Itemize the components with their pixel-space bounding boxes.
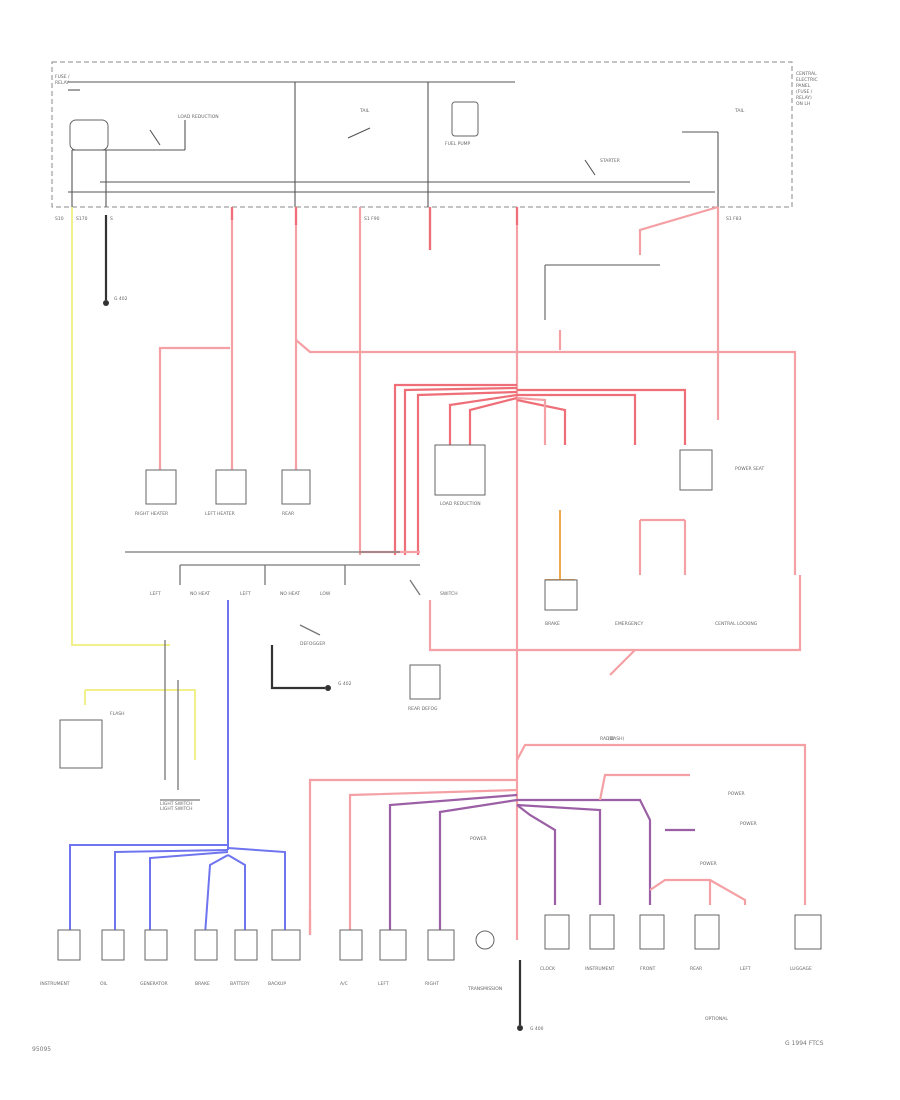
svg-text:LOAD REDUCTION: LOAD REDUCTION	[440, 501, 481, 507]
svg-text:NO HEAT: NO HEAT	[190, 591, 210, 597]
svg-text:S10: S10	[55, 216, 64, 222]
svg-text:REAR DEFOG: REAR DEFOG	[408, 706, 438, 712]
svg-text:RELAY): RELAY)	[796, 95, 812, 101]
svg-text:LEFT HEATER: LEFT HEATER	[205, 511, 235, 517]
diagram-id-right: G 1994 FTCS	[785, 1040, 824, 1047]
svg-text:TAIL: TAIL	[734, 108, 745, 114]
light-switch-label: LIGHT SWITCH	[160, 806, 193, 812]
svg-text:POWER: POWER	[700, 861, 717, 867]
svg-text:REAR: REAR	[690, 966, 702, 972]
svg-text:GENERATOR: GENERATOR	[140, 981, 168, 987]
components-lower: INSTRUMENT OIL GENERATOR BRAKE BATTERY B…	[40, 791, 822, 1032]
svg-text:RIGHT HEATER: RIGHT HEATER	[135, 511, 168, 517]
svg-text:BRAKE: BRAKE	[195, 981, 210, 987]
svg-text:EMERGENCY: EMERGENCY	[615, 621, 643, 627]
svg-text:POWER: POWER	[740, 821, 757, 827]
svg-text:PANEL: PANEL	[796, 83, 811, 89]
components-upper: RIGHT HEATER LEFT HEATER REAR LOAD REDUC…	[135, 444, 765, 742]
svg-text:INSTRUMENT: INSTRUMENT	[40, 981, 70, 987]
svg-text:FLASH: FLASH	[110, 711, 125, 717]
svg-text:LEFT: LEFT	[240, 591, 251, 597]
svg-text:CENTRAL: CENTRAL	[796, 71, 817, 77]
svg-text:LIGHT SWITCH: LIGHT SWITCH	[160, 801, 193, 807]
svg-text:BATTERY: BATTERY	[230, 981, 250, 987]
svg-text:CENTRAL LOCKING: CENTRAL LOCKING	[715, 621, 758, 627]
svg-text:POWER: POWER	[728, 791, 745, 797]
svg-text:BACKUP: BACKUP	[268, 981, 286, 987]
svg-text:RELAY: RELAY	[55, 80, 69, 86]
yellow-circuit	[71, 207, 196, 760]
svg-text:FRONT: FRONT	[640, 966, 656, 972]
svg-text:STARTER: STARTER	[600, 158, 620, 164]
svg-text:RIGHT: RIGHT	[425, 981, 439, 987]
svg-text:TAIL: TAIL	[359, 108, 370, 114]
svg-text:S1 F90: S1 F90	[364, 216, 380, 222]
svg-text:OIL: OIL	[100, 981, 108, 987]
svg-text:FUEL PUMP: FUEL PUMP	[445, 141, 471, 147]
switch-row: LEFT NO HEAT LEFT NO HEAT LOW SWITCH DEF…	[125, 551, 458, 647]
svg-text:LEFT: LEFT	[378, 981, 389, 987]
svg-text:A/C: A/C	[340, 981, 348, 987]
svg-text:LEFT: LEFT	[150, 591, 161, 597]
red-circuit-upper	[158, 205, 802, 940]
svg-text:G 402: G 402	[338, 681, 352, 687]
svg-text:POWER SEAT: POWER SEAT	[735, 466, 765, 472]
svg-text:INSTRUMENT: INSTRUMENT	[585, 966, 615, 972]
svg-text:G 402: G 402	[114, 296, 128, 302]
ground-lines: G 402 FLASH LIGHT SWITCH G 402	[59, 215, 660, 807]
svg-text:SWITCH: SWITCH	[440, 591, 458, 597]
svg-text:BRAKE: BRAKE	[545, 621, 560, 627]
svg-text:DEFOGGER: DEFOGGER	[300, 641, 325, 647]
svg-text:LUGGAGE: LUGGAGE	[790, 966, 812, 972]
svg-text:LOAD REDUCTION: LOAD REDUCTION	[178, 114, 219, 120]
svg-text:REAR: REAR	[282, 511, 294, 517]
optional-label: OPTIONAL	[705, 1016, 728, 1022]
svg-text:ON LH: ON LH	[796, 101, 810, 107]
svg-text:ELECTRIC: ELECTRIC	[796, 77, 818, 83]
svg-text:CLOCK: CLOCK	[540, 966, 556, 972]
svg-text:FUSE /: FUSE /	[55, 74, 70, 80]
fuse-relay-box: FUSE / RELAY LOAD REDUCTION TAIL FUEL PU…	[51, 61, 818, 222]
orange-circuit	[545, 510, 575, 581]
purple-circuit	[308, 743, 807, 935]
svg-text:LOW: LOW	[320, 591, 331, 597]
svg-text:TRANSMISSION: TRANSMISSION	[467, 986, 502, 992]
svg-text:POWER: POWER	[470, 836, 487, 842]
svg-text:RADIO: RADIO	[600, 736, 615, 742]
svg-text:S1 F83: S1 F83	[726, 216, 742, 222]
diagram-id-left: 95095	[32, 1046, 52, 1053]
svg-text:G 400: G 400	[530, 1026, 544, 1032]
svg-text:(FUSE /: (FUSE /	[796, 89, 813, 95]
svg-text:LEFT: LEFT	[740, 966, 751, 972]
svg-text:NO HEAT: NO HEAT	[280, 591, 300, 597]
blue-circuit	[69, 600, 286, 936]
svg-text:S: S	[110, 216, 113, 222]
svg-text:S170: S170	[76, 216, 88, 222]
dash-label: (DASH)	[608, 736, 624, 742]
